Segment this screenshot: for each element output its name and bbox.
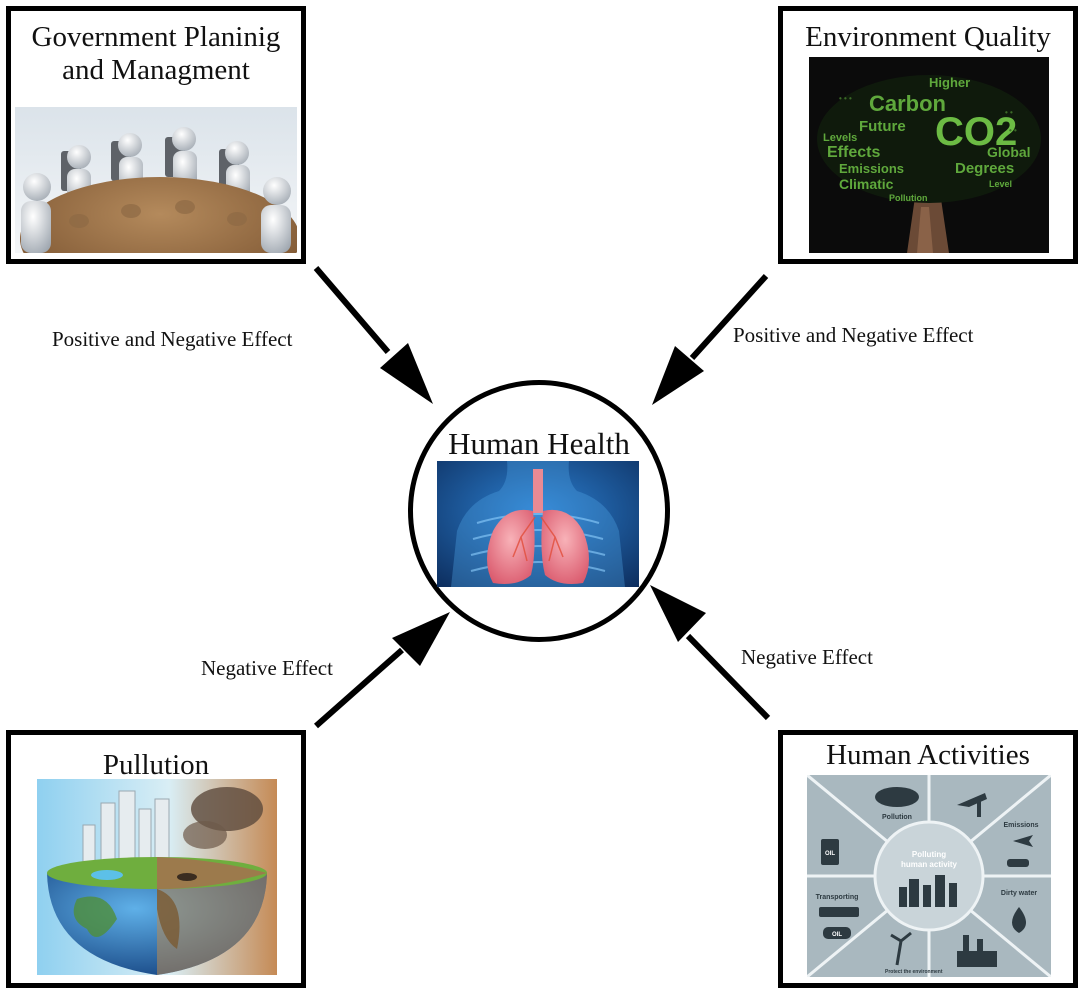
label-dirty-water: Dirty water bbox=[1001, 890, 1037, 897]
cloud-word-degrees: Degrees bbox=[955, 160, 1014, 177]
co2-word-cloud-tree-image: Higher Carbon CO2 Future Levels Effects … bbox=[809, 57, 1049, 253]
svg-text:• • •: • • • bbox=[839, 94, 852, 103]
arrow-environment-to-health bbox=[652, 273, 769, 405]
cloud-word-co2: CO2 bbox=[935, 110, 1017, 154]
label-protect: Protect the environment bbox=[885, 969, 943, 975]
cloud-word-level: Level bbox=[989, 179, 1012, 189]
svg-text:• •: • • bbox=[1009, 126, 1017, 135]
node-government-title: Government Planinig and Managment bbox=[31, 21, 281, 86]
edge-label-pollution: Negative Effect bbox=[201, 656, 333, 680]
label-emissions: Emissions bbox=[1003, 822, 1038, 829]
node-human-health: Human Health bbox=[408, 380, 670, 642]
label-transporting: Transporting bbox=[816, 894, 859, 901]
cloud-word-levels: Levels bbox=[823, 132, 857, 144]
cloud-word-global: Global bbox=[987, 144, 1031, 160]
node-human-health-title: Human Health bbox=[448, 426, 630, 461]
node-pollution-title: Pullution bbox=[102, 749, 210, 781]
lungs-image bbox=[437, 461, 639, 587]
cloud-word-pollution: Pollution bbox=[889, 193, 928, 203]
node-environment: Environment Quality Higher Carbon CO2 Fu… bbox=[778, 6, 1078, 264]
meeting-table-image bbox=[15, 107, 297, 253]
node-pollution: Pullution bbox=[6, 730, 306, 988]
edge-label-government: Positive and Negative Effect bbox=[52, 327, 293, 351]
label-oil: OIL bbox=[825, 851, 835, 857]
edge-label-activities: Negative Effect bbox=[741, 645, 873, 669]
arrow-government-to-health bbox=[313, 266, 433, 404]
cloud-word-higher: Higher bbox=[929, 75, 970, 90]
node-government: Government Planinig and Managment bbox=[6, 6, 306, 264]
cloud-word-emissions: Emissions bbox=[839, 161, 904, 176]
cloud-word-carbon: Carbon bbox=[869, 91, 946, 116]
cloud-word-climatic: Climatic bbox=[839, 176, 894, 192]
node-activities-title: Human Activities bbox=[826, 739, 1030, 771]
arrow-activities-to-health bbox=[650, 585, 771, 721]
label-oil-truck: OIL bbox=[832, 932, 842, 938]
polluted-earth-image bbox=[37, 779, 277, 975]
label-pollution: Pollution bbox=[882, 814, 912, 821]
svg-text:• •: • • bbox=[1005, 108, 1013, 117]
cloud-word-effects: Effects bbox=[827, 144, 880, 161]
cloud-word-future: Future bbox=[859, 118, 906, 135]
node-environment-title: Environment Quality bbox=[805, 21, 1051, 53]
edge-label-environment: Positive and Negative Effect bbox=[733, 323, 974, 347]
arrow-pollution-to-health bbox=[314, 612, 450, 729]
